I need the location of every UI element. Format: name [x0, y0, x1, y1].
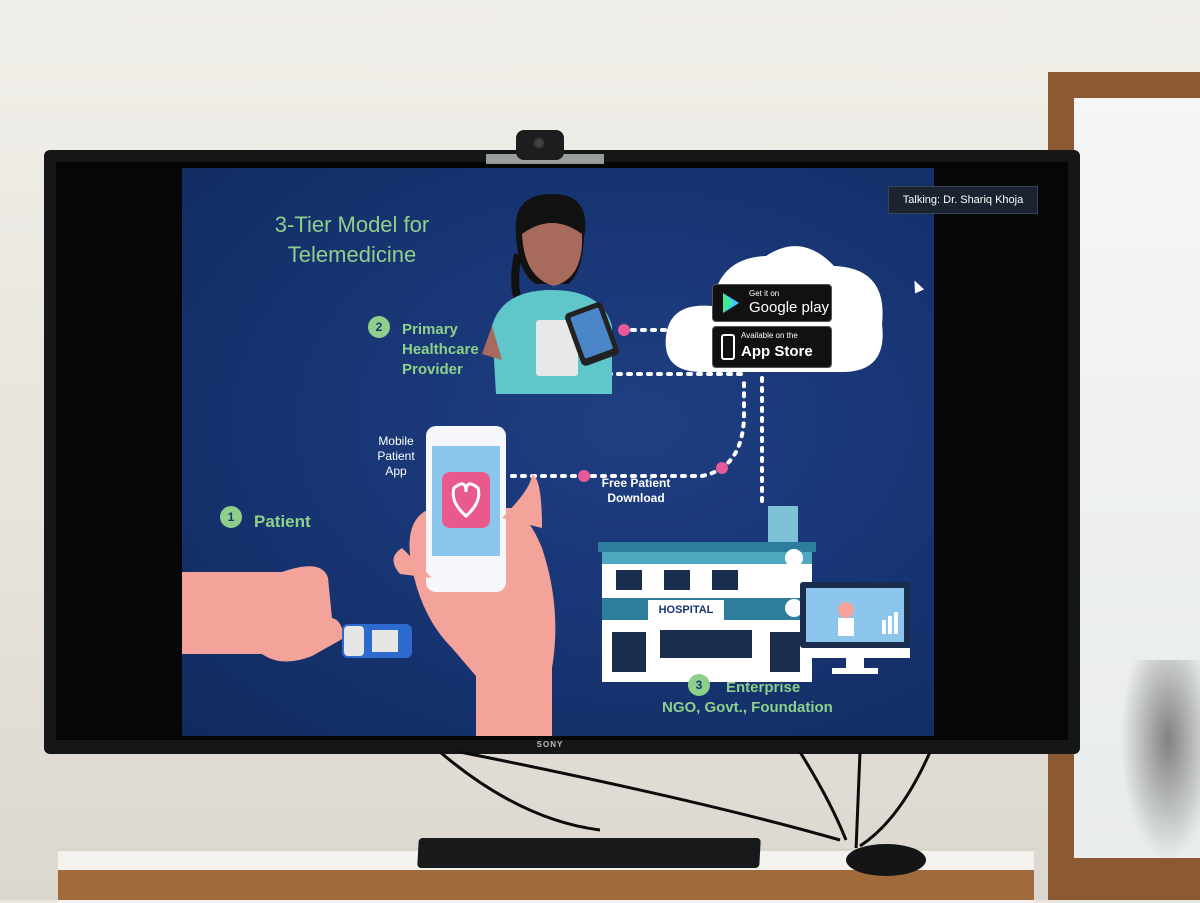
desk-edge-right: [1052, 858, 1200, 900]
tier2-label: Primary Healthcare Provider: [402, 320, 479, 380]
google-play-button[interactable]: Get it on Google play: [712, 284, 832, 322]
google-play-icon: [723, 293, 739, 313]
slide-title: 3-Tier Model for Telemedicine: [242, 210, 462, 270]
tier3-badge: 3: [688, 674, 710, 696]
mobile-app-line1: Mobile: [378, 434, 414, 448]
download-line1: Free Patient: [601, 476, 671, 490]
download-label: Free Patient Download: [596, 476, 676, 506]
app-store-large-text: App Store: [741, 343, 813, 360]
tier3-label-line1: Enterprise: [726, 679, 801, 696]
connector-dot: [716, 462, 728, 474]
health-worker-illustration: [482, 194, 619, 394]
app-store-button[interactable]: Available on the App Store: [712, 326, 832, 368]
mobile-app-line3: App: [385, 464, 407, 478]
mobile-app-line2: Patient: [377, 449, 415, 463]
hospital-illustration: [598, 506, 816, 682]
phone-icon: [721, 334, 735, 360]
hospital-sign: HOSPITAL: [648, 600, 724, 620]
tier3-label-line2: NGO, Govt., Foundation: [662, 699, 833, 716]
tier2-badge: 2: [368, 316, 390, 338]
slide-title-line2: Telemedicine: [287, 242, 417, 267]
monitor-illustration: [800, 582, 910, 674]
keyboard: [417, 838, 761, 868]
app-store-small-text: Available on the: [741, 331, 798, 340]
tier2-label-line3: Provider: [402, 361, 463, 378]
google-play-large-text: Google play: [749, 299, 830, 316]
slide-title-line1: 3-Tier Model for: [274, 212, 430, 237]
mobile-app-label: Mobile Patient App: [368, 434, 424, 479]
tier1-badge: 1: [220, 506, 242, 528]
presentation-slide: 3-Tier Model for Telemedicine Get: [182, 168, 934, 736]
connector-lines: [510, 324, 764, 510]
connector-dot: [618, 324, 630, 336]
webcam-lens: [533, 137, 545, 149]
tier2-label-line1: Primary: [402, 321, 458, 338]
connector-dot: [578, 470, 590, 482]
google-play-small-text: Get it on: [749, 289, 780, 298]
tv-brand: SONY: [536, 740, 564, 749]
person-shadow: [1120, 660, 1200, 860]
arm-with-pulse-oximeter-illustration: [182, 566, 412, 662]
tier2-label-line2: Healthcare: [402, 341, 479, 358]
computer-mouse: [846, 844, 926, 876]
download-line2: Download: [607, 491, 665, 505]
hand-with-phone-illustration: [393, 426, 556, 736]
tier1-label: Patient: [254, 512, 311, 531]
talking-indicator: Talking: Dr. Shariq Khoja: [888, 186, 1038, 214]
